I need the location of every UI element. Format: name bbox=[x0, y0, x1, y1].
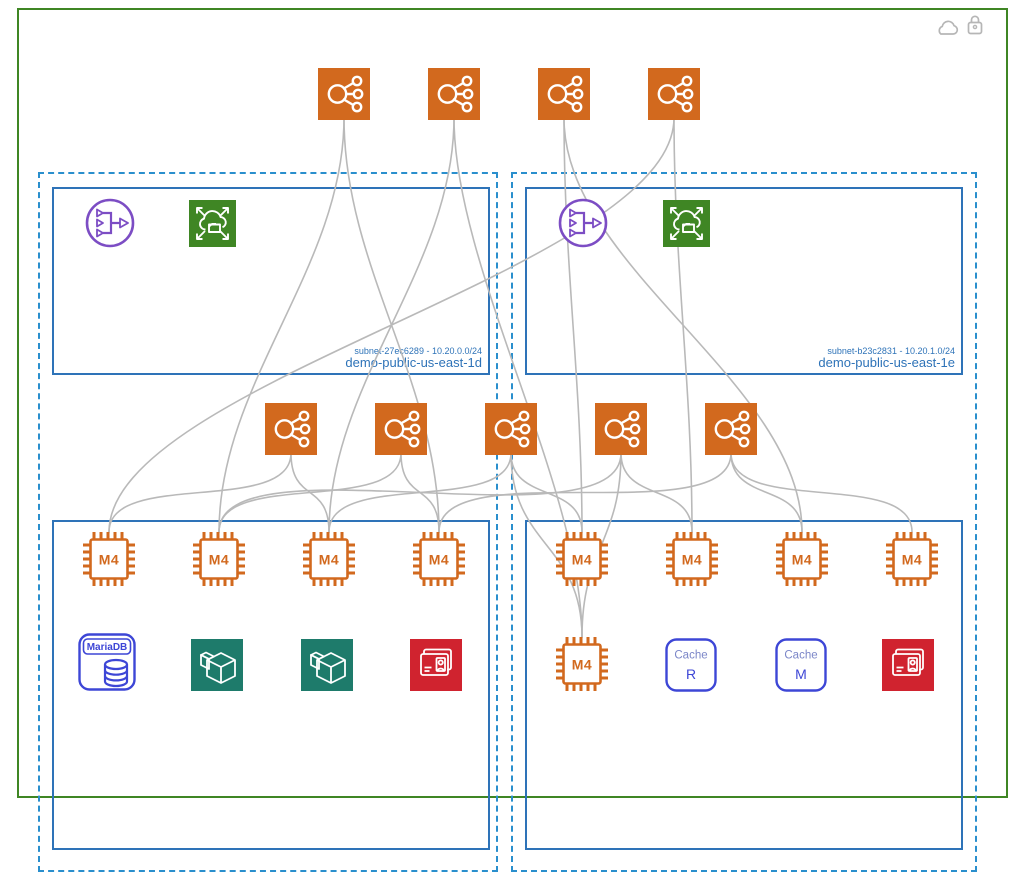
nat-gateway-icon bbox=[662, 199, 710, 247]
ec2-m4-icon: M4 bbox=[666, 532, 718, 586]
network-interface-icon bbox=[705, 403, 757, 455]
svg-text:M4: M4 bbox=[682, 552, 702, 568]
network-interface-node[interactable] bbox=[375, 403, 427, 455]
network-interface-node[interactable] bbox=[265, 403, 317, 455]
id-card-icon bbox=[410, 639, 462, 691]
svg-text:M4: M4 bbox=[209, 552, 229, 568]
ec2-m4-node[interactable]: M4 bbox=[411, 530, 467, 588]
lock-icon[interactable] bbox=[966, 13, 984, 41]
network-interface-node[interactable] bbox=[705, 403, 757, 455]
svg-text:Cache: Cache bbox=[674, 650, 707, 662]
ec2-m4-icon: M4 bbox=[776, 532, 828, 586]
ec2-m4-icon: M4 bbox=[556, 637, 608, 691]
id-card-icon bbox=[882, 639, 934, 691]
network-interface-icon bbox=[648, 68, 700, 120]
ec2-m4-node[interactable]: M4 bbox=[554, 635, 610, 693]
network-interface-icon bbox=[485, 403, 537, 455]
network-interface-node[interactable] bbox=[648, 68, 700, 120]
network-interface-node[interactable] bbox=[595, 403, 647, 455]
load-balancer-node[interactable] bbox=[557, 197, 609, 249]
svg-text:M4: M4 bbox=[792, 552, 812, 568]
cache-icon: Cache R bbox=[665, 638, 717, 692]
ec2-m4-icon: M4 bbox=[83, 532, 135, 586]
svg-text:M4: M4 bbox=[572, 552, 592, 568]
ec2-m4-node[interactable]: M4 bbox=[301, 530, 357, 588]
network-interface-icon bbox=[538, 68, 590, 120]
svg-text:M4: M4 bbox=[429, 552, 449, 568]
subnet-name-text: demo-public-us-east-1d bbox=[345, 355, 482, 371]
network-interface-icon bbox=[375, 403, 427, 455]
id-card-node[interactable] bbox=[410, 639, 462, 691]
ec2-m4-node[interactable]: M4 bbox=[884, 530, 940, 588]
network-interface-node[interactable] bbox=[318, 68, 370, 120]
network-interface-node[interactable] bbox=[428, 68, 480, 120]
container-icon bbox=[301, 639, 353, 691]
ec2-m4-icon: M4 bbox=[193, 532, 245, 586]
ec2-m4-icon: M4 bbox=[303, 532, 355, 586]
nat-gateway-node[interactable] bbox=[188, 199, 236, 247]
ec2-m4-node[interactable]: M4 bbox=[664, 530, 720, 588]
ec2-m4-icon: M4 bbox=[886, 532, 938, 586]
network-interface-icon bbox=[265, 403, 317, 455]
network-interface-icon bbox=[428, 68, 480, 120]
network-interface-node[interactable] bbox=[485, 403, 537, 455]
svg-text:M4: M4 bbox=[572, 657, 592, 673]
subnet-label: subnet-b23c2831 - 10.20.1.0/24 demo-publ… bbox=[818, 346, 955, 371]
toolbar bbox=[935, 13, 984, 41]
svg-text:R: R bbox=[686, 666, 696, 682]
network-interface-icon bbox=[318, 68, 370, 120]
cache-icon: Cache M bbox=[775, 638, 827, 692]
svg-text:MariaDB: MariaDB bbox=[87, 642, 128, 653]
svg-text:Cache: Cache bbox=[784, 650, 817, 662]
ec2-m4-node[interactable]: M4 bbox=[554, 530, 610, 588]
svg-text:M4: M4 bbox=[319, 552, 339, 568]
mariadb-node[interactable]: MariaDB bbox=[78, 633, 136, 691]
svg-text:M: M bbox=[795, 666, 807, 682]
container-node[interactable] bbox=[191, 639, 243, 691]
svg-text:M4: M4 bbox=[902, 552, 922, 568]
subnet-label: subnet-27ec6289 - 10.20.0.0/24 demo-publ… bbox=[345, 346, 482, 371]
mariadb-icon: MariaDB bbox=[78, 633, 136, 691]
id-card-node[interactable] bbox=[882, 639, 934, 691]
subnet-id-text: subnet-b23c2831 - 10.20.1.0/24 bbox=[827, 345, 955, 356]
ec2-m4-icon: M4 bbox=[556, 532, 608, 586]
cache-node[interactable]: Cache M bbox=[775, 638, 827, 692]
subnet-name-text: demo-public-us-east-1e bbox=[818, 355, 955, 371]
load-balancer-icon bbox=[85, 198, 135, 248]
ec2-m4-icon: M4 bbox=[413, 532, 465, 586]
nat-gateway-node[interactable] bbox=[662, 199, 710, 247]
nat-gateway-icon bbox=[188, 199, 236, 247]
svg-text:M4: M4 bbox=[99, 552, 119, 568]
diagram-canvas: { "toolbar": { "icons": [ {"name":"cloud… bbox=[17, 8, 1008, 872]
ec2-m4-node[interactable]: M4 bbox=[774, 530, 830, 588]
network-interface-icon bbox=[595, 403, 647, 455]
ec2-m4-node[interactable]: M4 bbox=[81, 530, 137, 588]
cloud-icon[interactable] bbox=[935, 19, 959, 41]
ec2-m4-node[interactable]: M4 bbox=[191, 530, 247, 588]
container-icon bbox=[191, 639, 243, 691]
container-node[interactable] bbox=[301, 639, 353, 691]
load-balancer-node[interactable] bbox=[84, 197, 136, 249]
load-balancer-icon bbox=[558, 198, 608, 248]
network-interface-node[interactable] bbox=[538, 68, 590, 120]
cache-node[interactable]: Cache R bbox=[665, 638, 717, 692]
